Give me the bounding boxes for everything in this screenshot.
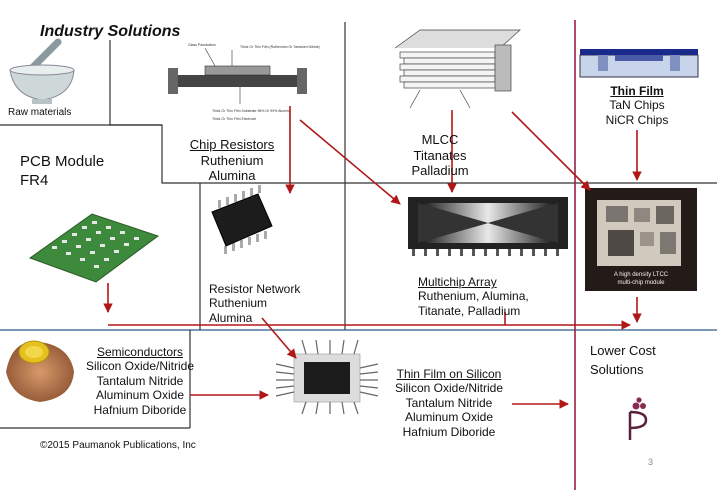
mlcc-item: Titanates — [413, 147, 467, 163]
resistor-network-item: Alumina — [209, 310, 253, 325]
page-title: Industry Solutions — [40, 23, 181, 40]
ltcc-caption-2: multi-chip module — [617, 280, 665, 286]
chip-resistors-block: Chip Resistors Ruthenium Alumina — [180, 137, 284, 184]
thin-film-on-silicon-item: Silicon Oxide/Nitride — [394, 381, 504, 396]
qfp-chip-image — [275, 339, 379, 415]
thin-film-on-silicon-block: Thin Film on Silicon Silicon Oxide/Nitri… — [386, 367, 512, 439]
chip-resistors-heading: Chip Resistors — [189, 137, 275, 152]
copyright-notice: ©2015 Paumanok Publications, Inc — [40, 440, 196, 451]
mortar-pestle-image — [9, 38, 75, 104]
thin-film-heading: Thin Film — [610, 84, 664, 98]
chip-label-electrode: Thick Or Thin Film Electrode — [212, 117, 256, 121]
multichip-array-block: Multichip Array Ruthenium, Alumina, Tita… — [418, 275, 529, 318]
thin-film-on-silicon-item: Aluminum Oxide — [404, 410, 494, 425]
mlcc-block: MLCC Titanates Palladium — [405, 132, 475, 179]
paumanok-logo — [628, 397, 648, 440]
pcb-board-image — [28, 213, 160, 283]
chip-resistors-item: Ruthenium — [200, 152, 264, 168]
resistor-network-image — [211, 185, 273, 254]
resistor-network-block: Resistor Network Ruthenium Alumina — [209, 282, 300, 325]
multichip-array-heading: Multichip Array — [418, 275, 497, 289]
ltcc-module-image: A high density LTCC multi-chip module — [585, 188, 697, 291]
ltcc-caption-1: A high density LTCC — [614, 272, 669, 278]
thin-film-on-silicon-item: Hafnium Diboride — [402, 424, 496, 439]
resistor-network-item: Ruthenium — [209, 296, 268, 311]
thin-film-on-silicon-item: Tantalum Nitride — [405, 395, 493, 410]
lower-cost-line1: Lower Cost — [590, 343, 656, 358]
thin-film-item: NiCR Chips — [605, 112, 669, 127]
thin-film-block: Thin Film TaN Chips NiCR Chips — [592, 84, 682, 127]
chip-resistors-item: Alumina — [208, 168, 256, 184]
semiconductors-item: Aluminum Oxide — [95, 388, 185, 403]
semiconductors-item: Hafnium Diboride — [93, 402, 187, 417]
semiconductor-wafer-image — [6, 340, 74, 402]
divider-lines — [0, 20, 717, 490]
resistor-network-heading: Resistor Network — [209, 282, 301, 296]
pcb-module-label: PCB Module — [20, 153, 105, 170]
mlcc-heading: MLCC — [421, 132, 459, 147]
mlcc-diagram — [394, 29, 521, 109]
semiconductors-item: Silicon Oxide/Nitride — [85, 359, 195, 374]
mlcc-item: Palladium — [411, 163, 469, 179]
raw-materials-label: Raw materials — [8, 107, 72, 118]
semiconductors-heading: Semiconductors — [96, 345, 184, 359]
semiconductors-item: Tantalum Nitride — [96, 373, 184, 388]
thin-film-on-silicon-heading: Thin Film on Silicon — [396, 367, 502, 381]
thin-film-chip-image — [579, 49, 699, 78]
multichip-array-item: Ruthenium, Alumina, — [418, 289, 529, 304]
lower-cost-block: Lower Cost Solutions — [590, 342, 656, 380]
chip-resistor-diagram: Glass Passivation Thick Or Thin Film (Ru… — [168, 43, 320, 121]
chip-label-glass: Glass Passivation — [188, 43, 216, 47]
multichip-array-image — [408, 197, 568, 256]
chip-label-film: Thick Or Thin Film (Ruthenium Or Tantalu… — [240, 45, 320, 49]
page-number: 3 — [648, 457, 654, 467]
multichip-array-item: Titanate, Palladium — [418, 303, 521, 318]
lower-cost-line2: Solutions — [590, 361, 644, 377]
chip-label-substrate: Thick Or Thin Film Substrate 96% Or 99% … — [212, 109, 291, 113]
flow-arrows — [103, 106, 642, 409]
semiconductors-block: Semiconductors Silicon Oxide/Nitride Tan… — [72, 345, 208, 417]
thin-film-item: TaN Chips — [609, 98, 665, 113]
pcb-fr4-label: FR4 — [20, 172, 49, 189]
